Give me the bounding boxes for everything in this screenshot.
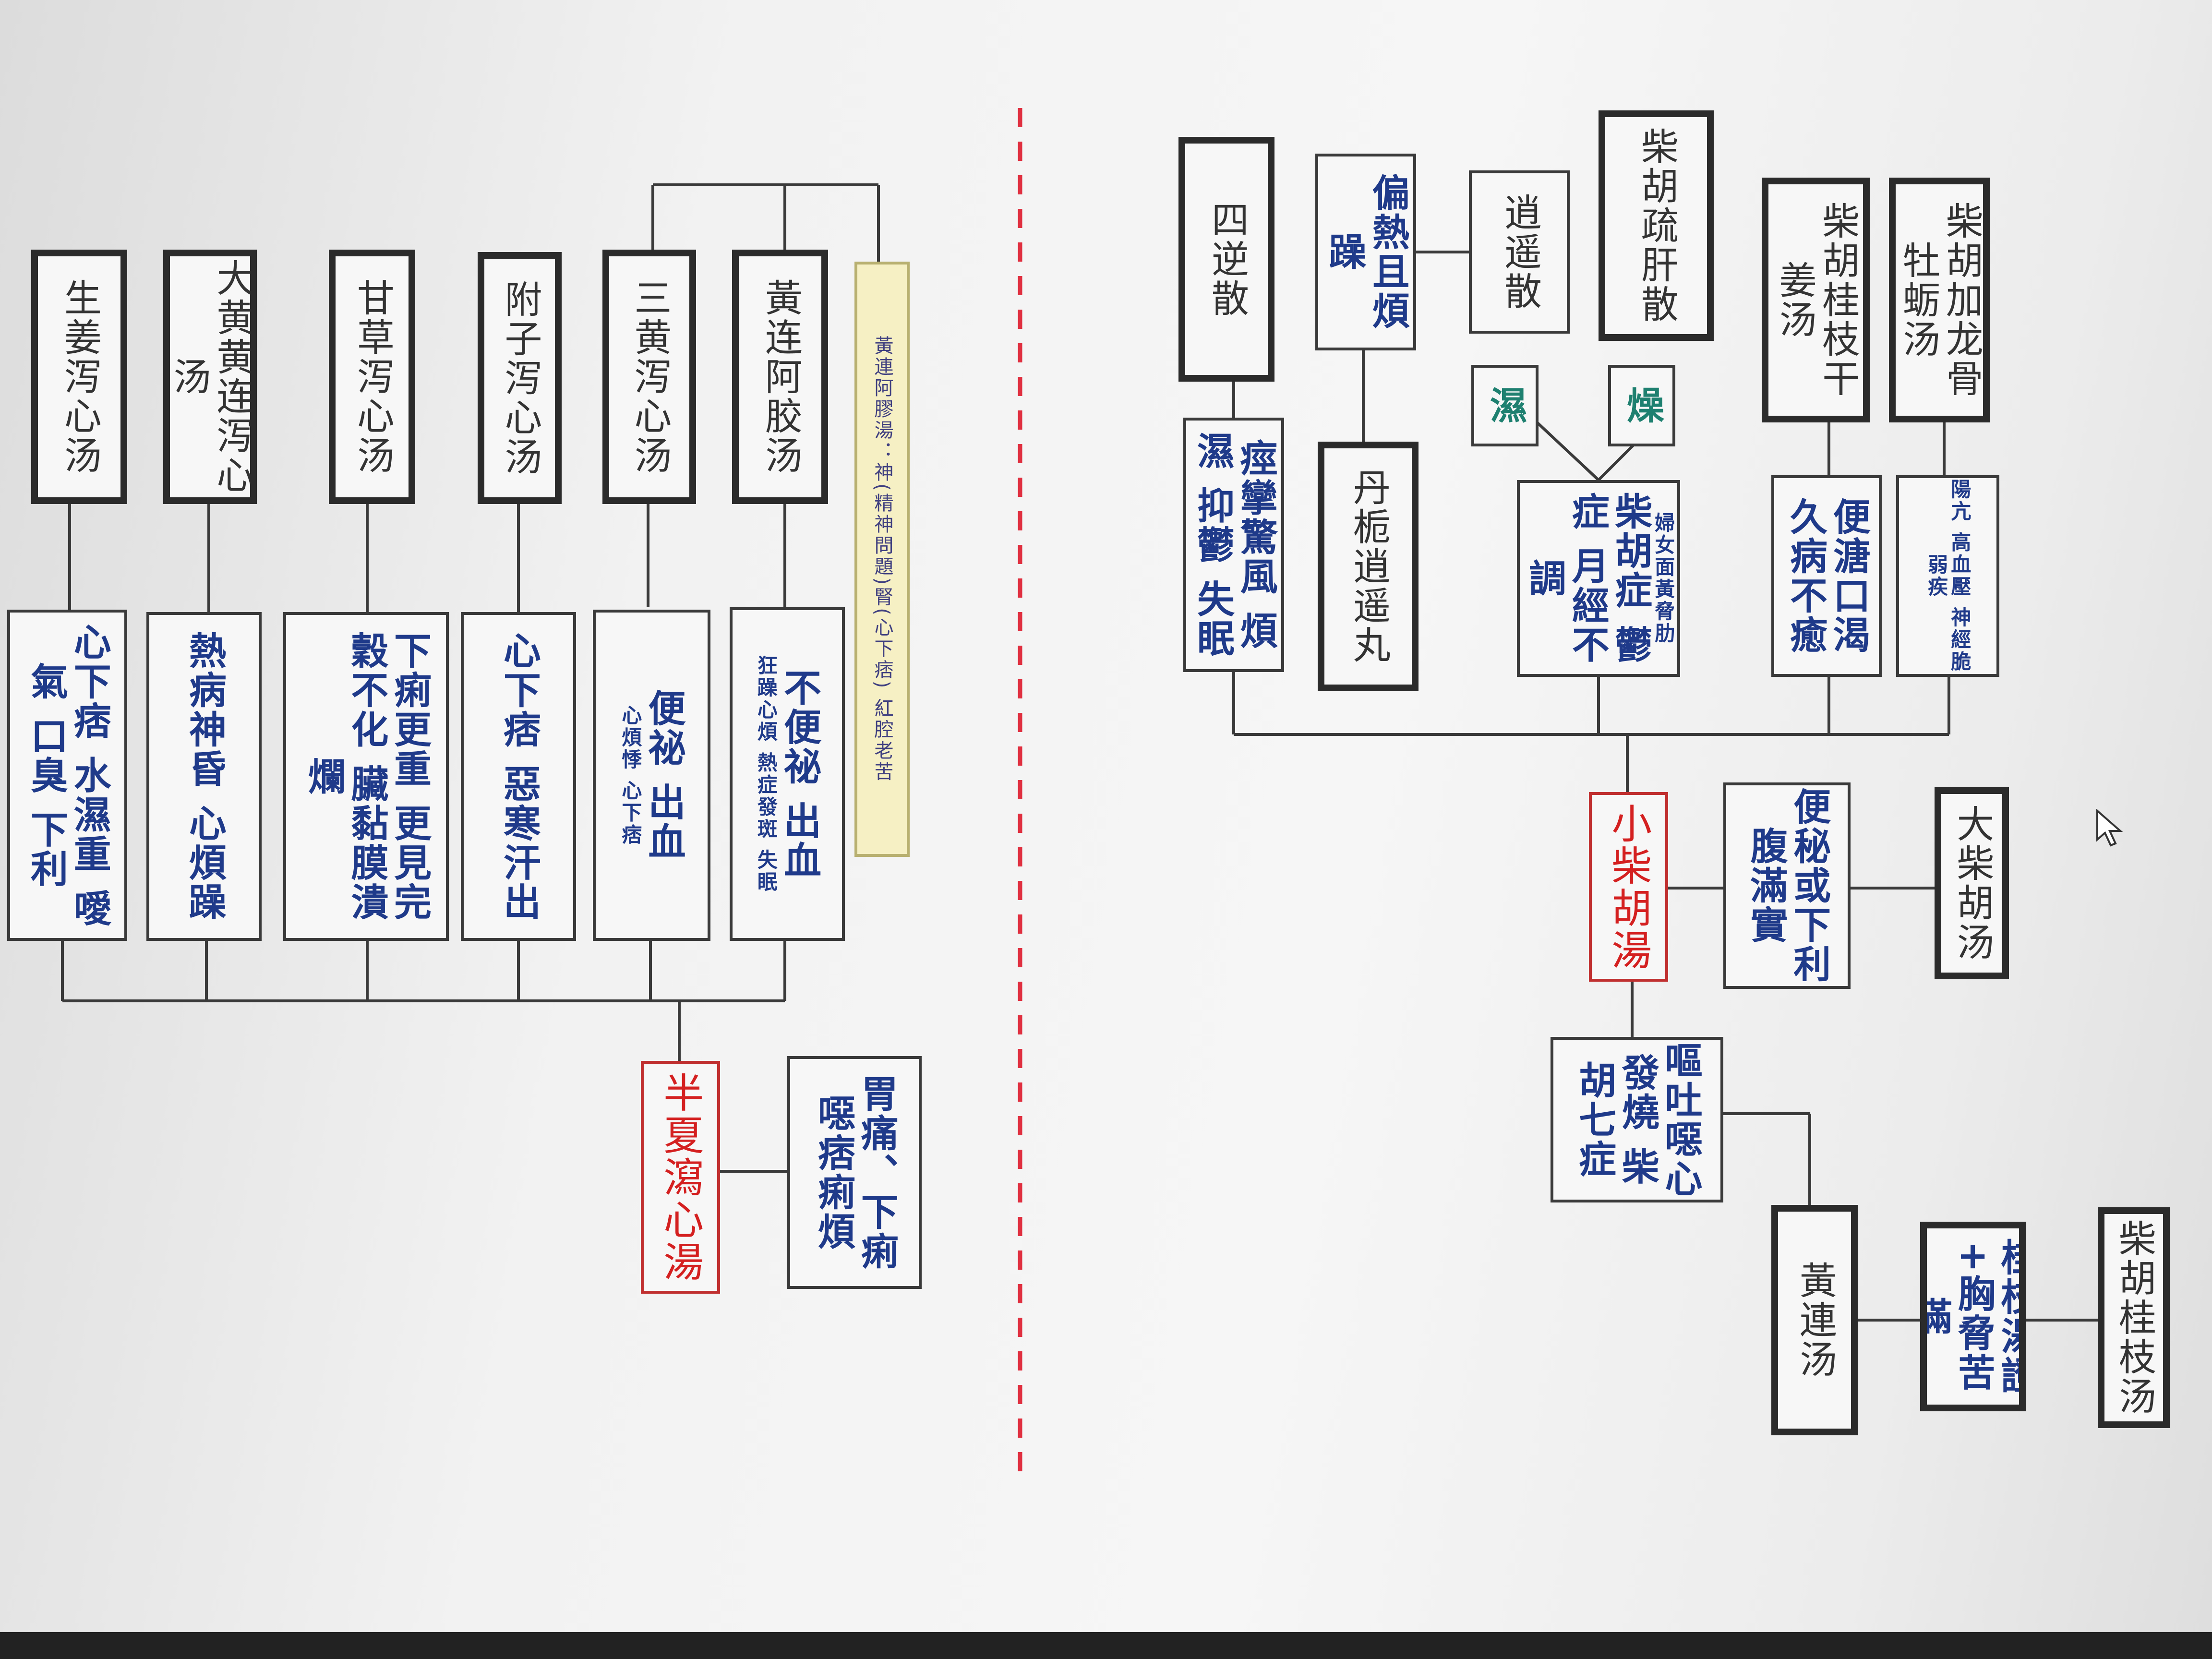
node-guizhi-ganjiang-label: 柴胡桂枝干姜汤 [1773,202,1860,398]
node-yuzheng-label: 婦女面黃脅肋 柴胡症 鬱症 月經不調 [1522,483,1675,674]
node-huanglian-ejiao: 黃连阿胶汤 [732,250,828,504]
node-jingluan: 痙攣驚風 煩濕 抑鬱 失眠 [1183,418,1284,672]
node-sanhuang-xiexin: 三黄泻心汤 [602,250,696,504]
node-bianmi: 便祕 出血 心煩悸 心下痞 [593,610,710,941]
node-guizhi-ganjiang: 柴胡桂枝干姜汤 [1762,178,1870,422]
node-rebing-label: 熱病神昏 心煩躁 [182,631,226,922]
node-jiuxie-label: 便溏口渴 久病不癒 [1784,497,1870,655]
node-fuman: 便秘或下利 腹滿實 [1723,782,1851,989]
node-yuzheng: 婦女面黃脅肋 柴胡症 鬱症 月經不調 [1517,480,1680,677]
node-sini-san: 四逆散 [1178,137,1274,382]
node-zao-label: 燥 [1620,386,1664,425]
node-chaihu-guizhi-tang-label: 柴胡桂枝汤 [2112,1219,2156,1416]
mouse-cursor-icon [2096,809,2123,847]
node-shuishi-label: 心下痞 水濕重 噯氣 口臭 下利 [24,622,111,928]
node-qizheng: 嘔吐噁心 發燒 柴胡七症 [1551,1037,1723,1202]
node-pianre-label: 偏熱且煩躁 [1323,173,1409,331]
node-longgu-note: 陽亢 高血壓 神經脆弱疾 [1896,475,1999,677]
node-bianmi-label: 便祕 出血 心煩悸 心下痞 [619,689,685,861]
node-jiuxie: 便溏口渴 久病不癒 [1771,475,1882,677]
node-xiali-label: 下痢更重 更見完穀不化 臟黏膜潰爛 [301,631,432,922]
node-fuzi-xiexin-label: 附子泻心汤 [498,279,542,477]
node-yuzheng-note: 婦女面黃脅肋 [1651,512,1675,645]
node-banxia-xiexin: 半夏瀉心湯 [641,1061,720,1294]
node-guizhi-tang-zheng: 桂枝湯證+胸脅苦滿 [1920,1222,2026,1411]
node-ezu-note-label: 黃連阿膠湯：神(精神問題)腎(心下痞) 紅腔老苦 [871,336,893,783]
node-budui: 不便祕 出血 狂躁心煩 熱症發斑 失眠 [730,607,845,941]
node-xiao-chaihu-label: 小柴胡湯 [1605,802,1652,972]
node-weitong: 胃痛、下痢 噁痞痢煩 [787,1056,922,1289]
node-xiaoyao: 逍遥散 [1469,170,1570,334]
node-xinxiapi: 心下痞 惡寒汗出 [461,612,576,941]
node-sanhuang-xiexin-label: 三黄泻心汤 [628,278,672,475]
node-xiali: 下痢更重 更見完穀不化 臟黏膜潰爛 [283,612,449,941]
node-zao: 燥 [1608,365,1675,446]
node-pianre: 偏熱且煩躁 [1315,154,1416,350]
node-huanglian-tang-label: 黃連汤 [1793,1261,1837,1379]
monitor-bezel [0,1632,2212,1659]
node-gancao-xiexin: 甘草泻心汤 [329,250,415,504]
node-da-chaihu: 大柴胡汤 [1935,787,2009,979]
node-banxia-xiexin-label: 半夏瀉心湯 [657,1071,704,1283]
node-budui-label: 不便祕 出血 狂躁心煩 熱症發斑 失眠 [754,654,821,894]
node-yuzheng-main: 柴胡症 鬱症 月經不調 [1523,492,1652,665]
node-shi-label: 濕 [1483,386,1527,425]
node-shengjiang-xiexin-label: 生姜泻心汤 [58,278,101,475]
node-fuzi-xiexin: 附子泻心汤 [478,252,562,504]
node-budui-note: 狂躁心煩 熱症發斑 失眠 [754,654,778,894]
node-qizheng-label: 嘔吐噁心 發燒 柴胡七症 [1573,1041,1702,1199]
node-ezu-note: 黃連阿膠湯：神(精神問題)腎(心下痞) 紅腔老苦 [854,262,910,857]
node-bianmi-note: 心煩悸 心下痞 [618,704,642,846]
node-dahuang-huanglian-label: 大黄黄连泻心汤 [167,259,254,495]
node-xiao-chaihu: 小柴胡湯 [1589,792,1668,982]
node-xiaoyao-label: 逍遥散 [1498,193,1541,311]
node-shi: 濕 [1471,365,1539,446]
node-huanglian-tang: 黃連汤 [1771,1205,1858,1435]
node-budui-main: 不便祕 出血 [778,668,821,880]
node-fuman-label: 便秘或下利 腹滿實 [1744,787,1831,984]
node-huanglian-ejiao-label: 黃连阿胶汤 [758,278,802,475]
node-gancao-xiexin-label: 甘草泻心汤 [350,278,394,475]
node-xinxiapi-label: 心下痞 惡寒汗出 [497,631,541,922]
node-longgu-note-label: 陽亢 高血壓 神經脆弱疾 [1924,479,1972,673]
node-chaihu-longgu-label: 柴胡加龙骨牡蛎汤 [1897,202,1983,398]
node-shuishi: 心下痞 水濕重 噯氣 口臭 下利 [7,610,127,941]
node-danzhi-xiaoyao: 丹栀逍遥丸 [1318,442,1419,691]
node-chaihu-shugan-label: 柴胡疏肝散 [1635,127,1678,324]
node-chaihu-shugan: 柴胡疏肝散 [1599,110,1714,341]
node-da-chaihu-label: 大柴胡汤 [1950,805,1994,962]
node-chaihu-longgu: 柴胡加龙骨牡蛎汤 [1889,178,1990,422]
node-chaihu-guizhi-tang: 柴胡桂枝汤 [2098,1207,2170,1428]
node-bianmi-main: 便祕 出血 [642,689,685,862]
node-shengjiang-xiexin: 生姜泻心汤 [31,250,127,504]
node-danzhi-xiaoyao-label: 丹栀逍遥丸 [1346,468,1390,665]
node-sini-san-label: 四逆散 [1205,200,1249,318]
node-dahuang-huanglian: 大黄黄连泻心汤 [163,250,257,504]
node-jingluan-label: 痙攣驚風 煩濕 抑鬱 失眠 [1191,431,1277,659]
node-rebing: 熱病神昏 心煩躁 [146,612,262,941]
node-guizhi-tang-zheng-label: 桂枝湯證+胸脅苦滿 [1920,1238,2026,1395]
node-weitong-label: 胃痛、下痢 噁痞痢煩 [812,1074,898,1271]
